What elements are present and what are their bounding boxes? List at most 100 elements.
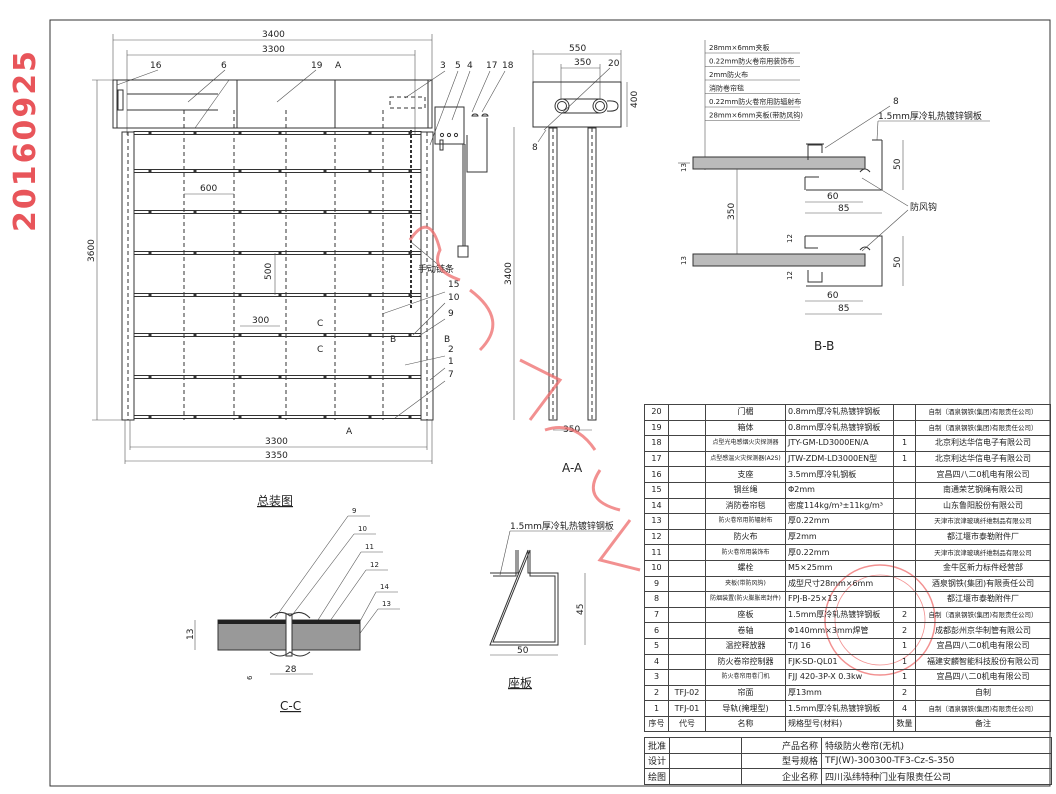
callout-1: 1 [448,357,454,367]
item-spec: 1.5mm厚冷轧热镀锌钢板 [785,700,894,717]
bolt [148,333,152,337]
item-code [668,419,706,437]
bolt [238,333,242,337]
item-qty [893,419,916,437]
dim-cc-28: 28 [285,665,297,675]
product-name: 特级防火卷帘(无机) [821,737,1053,754]
bolt [193,210,197,214]
item-no: 6 [644,622,669,639]
aa-head-box [532,81,622,128]
dim-bb-50-bottom: 50 [893,256,903,268]
slat-clamp-bar [133,293,422,297]
slat-clamp-bar [133,131,422,135]
item-no: 18 [644,435,669,452]
item-code [668,528,706,546]
bolt [193,415,197,419]
item-qty: 1 [893,653,916,671]
bb-rail-note: 1.5mm厚冷轧热镀锌钢板 [878,110,982,122]
bolt [323,251,327,255]
slat-clamp-bar [133,169,422,173]
title-block: 批准 产品名称 特级防火卷帘(无机) 设计 型号规格 TFJ(W)-300300… [643,737,1053,785]
dim-cc-6: 6 [246,675,254,680]
item-no: 19 [644,419,669,437]
item-remark: 宜昌四八二0机电有限公司 [915,637,1051,655]
callout-bb-8: 8 [893,97,899,107]
item-no: 序号 [644,715,669,733]
item-qty: 1 [893,450,916,468]
item-code [668,669,706,686]
section-mark-a-bottom: A [346,427,353,437]
bolt [368,210,372,214]
model-spec: TFJ(W)-300300-TF3-Cz-S-350 [821,752,1053,769]
bolt [193,293,197,297]
item-code [668,450,706,468]
item-qty: 2 [893,606,916,624]
item-remark: 酒泉钢铁(集团)有限责任公司 [915,575,1051,593]
title-row-draw: 绘图 企业名称 四川泓纬特种门业有限责任公司 [643,768,1053,785]
item-no: 7 [644,606,669,624]
item-remark: 都江堰市泰勒附件厂 [915,591,1051,608]
bolt [238,415,242,419]
item-spec: 规格型号(材料) [785,715,894,733]
bolt [368,169,372,173]
bolt [323,210,327,214]
item-code [668,513,706,530]
callout-9: 9 [448,309,454,319]
item-no: 14 [644,497,669,515]
item-remark: 南通荣艺钢绳有限公司 [915,481,1051,499]
item-no: 17 [644,450,669,468]
item-code [668,637,706,655]
dim-300: 300 [252,316,269,326]
item-name: 卷轴 [705,622,786,639]
dim-bb-13-bottom: 13 [680,256,688,265]
seat-plate-section: 1.5mm厚冷轧热镀锌钢板 45 50 座板 [489,520,614,690]
item-remark: 北京利达华信电子有限公司 [915,450,1051,468]
dim-aa-350: 350 [574,58,591,68]
item-remark: 金牛区新力标件经营部 [915,559,1051,577]
dim-bb-13-top: 13 [680,163,688,172]
item-spec: Φ140mm×3mm焊管 [785,622,894,639]
item-qty: 2 [893,684,916,702]
item-name: 帘面 [705,684,786,702]
callout-16: 16 [150,61,162,71]
item-remark: 自制（酒泉钢铁(集团)有限责任公司） [915,700,1051,717]
bolt [193,333,197,337]
head-box [112,79,433,129]
item-remark: 山东鲁阳股份有限公司 [915,497,1051,515]
item-remark: 自制（酒泉钢铁(集团)有限责任公司） [915,606,1051,624]
item-no: 20 [644,404,669,421]
dim-bb-85-top: 85 [838,204,849,214]
item-code [668,622,706,639]
item-remark: 自制（酒泉钢铁(集团)有限责任公司） [915,419,1051,437]
manual-switch-box [457,245,469,258]
item-name: 温控释放器 [705,637,786,655]
bolt [408,333,412,337]
dim-3600: 3600 [87,239,97,262]
draw-signature [669,768,743,785]
dim-400: 400 [630,91,640,108]
item-code: TFJ-02 [668,684,706,702]
bb-layer-label: 28mm×6mm夹板 [709,43,770,52]
item-remark: 自制 [915,684,1051,702]
bolt [368,293,372,297]
bolt [323,169,327,173]
callout-7: 7 [448,370,454,380]
slat-clamp-bar [133,210,422,214]
sheet-frame [49,19,1051,787]
item-spec: FJK-SD-QL01 [785,653,894,671]
model-label: 型号规格 [741,752,823,769]
callout-17: 17 [486,61,497,71]
section-mark-b-right: B [444,335,450,345]
item-spec: JTW-ZDM-LD3000EN型 [785,450,894,468]
item-spec: 3.5mm厚冷轧钢板 [785,466,894,483]
bolt [193,251,197,255]
section-bb: 28mm×6mm夹板0.22mm防火卷帘用装饰布2mm防火布消防卷帘毯0.22m… [678,40,990,353]
bolt [368,333,372,337]
item-name: 夹板(带防风钩) [705,575,786,593]
item-name: 名称 [705,715,786,733]
